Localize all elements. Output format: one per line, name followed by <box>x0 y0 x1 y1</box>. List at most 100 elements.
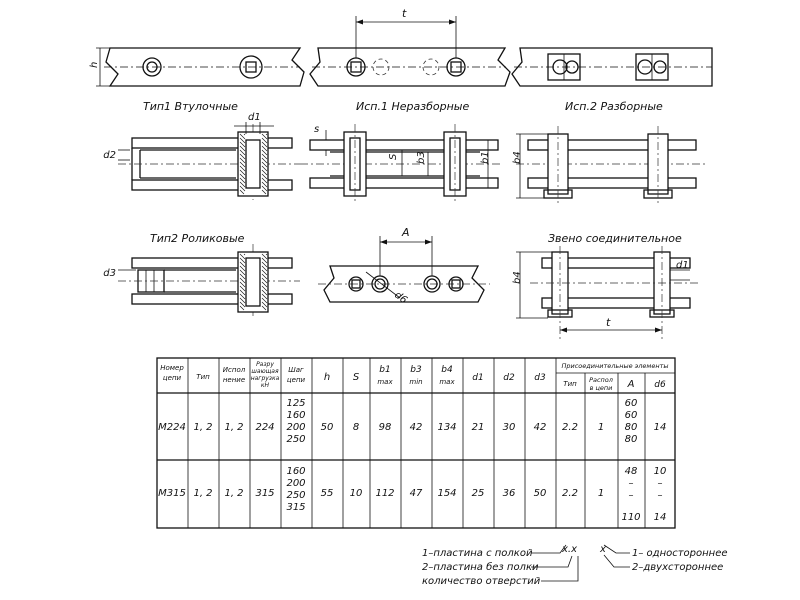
dim-b1-label: b1 <box>480 151 491 164</box>
dim-b4-label-bottom: b4 <box>512 271 523 284</box>
cell-b3: 42 <box>410 422 423 433</box>
section-hatch-line <box>261 185 268 192</box>
section-hatch-line <box>239 169 246 176</box>
cell-pitch-2: 160 <box>286 410 305 421</box>
plan-view-exec2 <box>511 47 713 87</box>
section-hatch-line <box>239 253 246 260</box>
section-hatch-line <box>261 161 268 168</box>
section-hatch-line <box>261 289 268 296</box>
section-hatch-line <box>243 253 246 256</box>
section-hatch-line <box>239 293 246 300</box>
cell-sub-A-1: 60 <box>625 398 638 409</box>
cell-sub-A-4: 80 <box>625 434 638 445</box>
section-type2-roller: d3 <box>103 244 300 318</box>
section-hatch-line <box>239 257 246 264</box>
cell-sub-type: 2.2 <box>562 422 578 433</box>
cell-sub-d6-1: 10 <box>654 466 667 477</box>
section-hatch-line <box>261 253 268 260</box>
cell-sub-d6-4: 14 <box>654 512 667 523</box>
section-hatch-line <box>261 257 268 264</box>
th-exec-1: Испол <box>223 366 246 374</box>
th-load-2: шающая <box>251 368 279 375</box>
section-hatch-line <box>261 305 267 311</box>
section-hatch-line <box>239 185 246 192</box>
th-S: S <box>353 372 360 383</box>
section-hatch-line <box>239 141 246 148</box>
caption-exec2: Исп.2 Разборные <box>565 100 663 113</box>
section-hatch-line <box>261 301 268 308</box>
th-exec-2: нение <box>223 376 245 384</box>
th-sub-layout-2: в цепи <box>590 384 613 392</box>
section-hatch-line <box>239 149 246 156</box>
cell-d3: 50 <box>534 488 547 499</box>
table-row: М224 1, 2 1, 2 224 125 160 200 250 50 8 … <box>158 398 666 445</box>
section-hatch-line <box>239 153 246 160</box>
section-hatch-line <box>261 141 268 148</box>
cell-d3: 42 <box>534 422 547 433</box>
th-b1: b1 <box>379 365 390 375</box>
dim-S-label: S <box>388 153 399 160</box>
legend-mark-left: х.х <box>561 544 577 555</box>
plan-view-exec1: t <box>309 7 511 87</box>
connecting-link-view: b4 t d1 <box>512 246 700 340</box>
th-type: Тип <box>196 373 210 381</box>
dim-t-label-bottom: t <box>606 316 611 329</box>
cell-b1: 112 <box>375 488 394 499</box>
section-hatch-line <box>261 265 268 272</box>
legend-right-2: 2–двухстороннее <box>632 562 723 573</box>
cell-sub-layout: 1 <box>598 488 604 499</box>
cell-type: 1, 2 <box>193 422 212 433</box>
th-sub-type: Тип <box>563 380 577 388</box>
section-hatch-line <box>239 289 246 296</box>
th-d3: d3 <box>534 373 546 383</box>
section-hatch-line <box>239 285 246 292</box>
table-row: М315 1, 2 1, 2 315 160 200 250 315 55 10… <box>158 466 666 523</box>
th-group: Присоединительные элементы <box>562 362 669 370</box>
legend-left-1: 1–пластина с полкой <box>422 548 533 559</box>
section-hatch-line <box>239 181 246 188</box>
cell-d1: 25 <box>472 488 485 499</box>
th-b4: b4 <box>441 365 453 375</box>
th-h: h <box>324 372 330 383</box>
section-hatch-line <box>239 265 246 272</box>
cell-pitch-2: 200 <box>286 478 305 489</box>
section-hatch-line <box>239 189 245 195</box>
section-hatch-line <box>261 133 268 140</box>
section-hatch-line <box>239 173 246 180</box>
section-hatch-line <box>239 305 245 311</box>
th-b3: b3 <box>410 365 422 375</box>
cell-b4: 134 <box>437 422 456 433</box>
section-hatch-line <box>261 189 267 195</box>
section-hatch-line <box>239 133 246 140</box>
dim-s-label: s <box>314 124 319 135</box>
th-d1: d1 <box>472 373 483 383</box>
section-hatch-line <box>261 173 268 180</box>
cell-pitch-4: 315 <box>286 502 305 513</box>
cell-number: М315 <box>158 488 186 499</box>
plan-view-type1: h <box>89 47 305 87</box>
section-hatch-line <box>239 297 246 304</box>
cell-pitch-1: 160 <box>286 466 305 477</box>
cell-load: 224 <box>255 422 274 433</box>
cell-exec: 1, 2 <box>224 422 243 433</box>
th-number-1: Номер <box>160 364 184 372</box>
cell-d2: 36 <box>503 488 516 499</box>
section-hatch-line <box>261 177 268 184</box>
section-hatch-line <box>261 149 268 156</box>
section-hatch-line <box>239 177 246 184</box>
dim-d1-label-link: d1 <box>676 260 689 271</box>
th-number-2: цепи <box>163 374 182 382</box>
cell-sub-A-1: 48 <box>625 466 638 477</box>
section-hatch-line <box>243 133 246 136</box>
cell-sub-layout: 1 <box>598 422 604 433</box>
cell-load: 315 <box>255 488 274 499</box>
cell-pitch-3: 200 <box>286 422 305 433</box>
th-d2: d2 <box>503 373 515 383</box>
dim-t-label-top: t <box>402 7 407 20</box>
th-b4-sub: max <box>439 378 455 386</box>
section-exec2: b4 <box>512 126 706 204</box>
section-hatch-line <box>261 273 268 280</box>
cell-exec: 1, 2 <box>224 488 243 499</box>
cell-h: 55 <box>321 488 334 499</box>
